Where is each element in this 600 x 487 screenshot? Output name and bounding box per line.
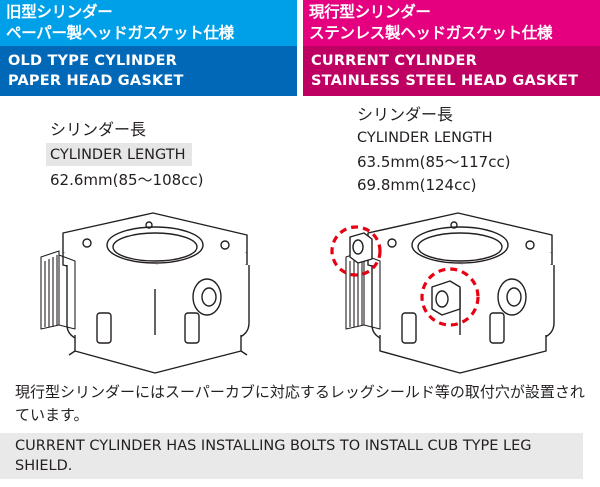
current-spec-block: シリンダー長 CYLINDER LENGTH 63.5mm(85〜117cc) … bbox=[357, 104, 511, 196]
old-cylinder-illustration bbox=[40, 212, 250, 374]
current-en-title-line1: CURRENT CYLINDER bbox=[311, 53, 477, 69]
old-spec-block: シリンダー長 CYLINDER LENGTH 62.6mm(85〜108cc) bbox=[46, 119, 204, 191]
old-jp-title-line2: ペーパー製ヘッドガスケット仕様 bbox=[6, 24, 234, 42]
current-en-title-line2: STAINLESS STEEL HEAD GASKET bbox=[311, 73, 579, 89]
old-en-title-line1: OLD TYPE CYLINDER bbox=[8, 53, 178, 69]
current-length-en: CYLINDER LENGTH bbox=[357, 130, 493, 146]
current-jp-title: 現行型シリンダー ステンレス製ヘッドガスケット仕様 bbox=[303, 0, 600, 46]
old-en-title: OLD TYPE CYLINDER PAPER HEAD GASKET bbox=[0, 46, 297, 96]
old-spec-value: 62.6mm(85〜108cc) bbox=[50, 171, 204, 189]
current-spec-value-2: 69.8mm(124cc) bbox=[357, 176, 477, 194]
current-jp-title-line1: 現行型シリンダー bbox=[309, 3, 431, 21]
highlight-circle-upper bbox=[330, 225, 382, 277]
note-japanese: 現行型シリンダーにはスーパーカブに対応するレッグシールド等の取付穴が設置されてい… bbox=[15, 383, 585, 424]
current-cylinder-header: 現行型シリンダー ステンレス製ヘッドガスケット仕様 CURRENT CYLIND… bbox=[303, 0, 600, 96]
current-jp-title-line2: ステンレス製ヘッドガスケット仕様 bbox=[309, 24, 553, 42]
old-length-en: CYLINDER LENGTH bbox=[46, 143, 192, 166]
old-cylinder-header: 旧型シリンダー ペーパー製ヘッドガスケット仕様 OLD TYPE CYLINDE… bbox=[0, 0, 297, 96]
current-spec-value-1: 63.5mm(85〜117cc) bbox=[357, 153, 511, 171]
old-jp-title: 旧型シリンダー ペーパー製ヘッドガスケット仕様 bbox=[0, 0, 297, 46]
highlight-circle-lower bbox=[420, 267, 480, 327]
current-length-jp: シリンダー長 bbox=[357, 105, 454, 124]
current-en-title: CURRENT CYLINDER STAINLESS STEEL HEAD GA… bbox=[303, 46, 600, 96]
note-english: CURRENT CYLINDER HAS INSTALLING BOLTS TO… bbox=[0, 433, 583, 479]
old-jp-title-line1: 旧型シリンダー bbox=[6, 3, 113, 21]
current-cylinder-illustration bbox=[330, 212, 555, 374]
old-en-title-line2: PAPER HEAD GASKET bbox=[8, 73, 184, 89]
old-length-jp: シリンダー長 bbox=[50, 120, 147, 139]
